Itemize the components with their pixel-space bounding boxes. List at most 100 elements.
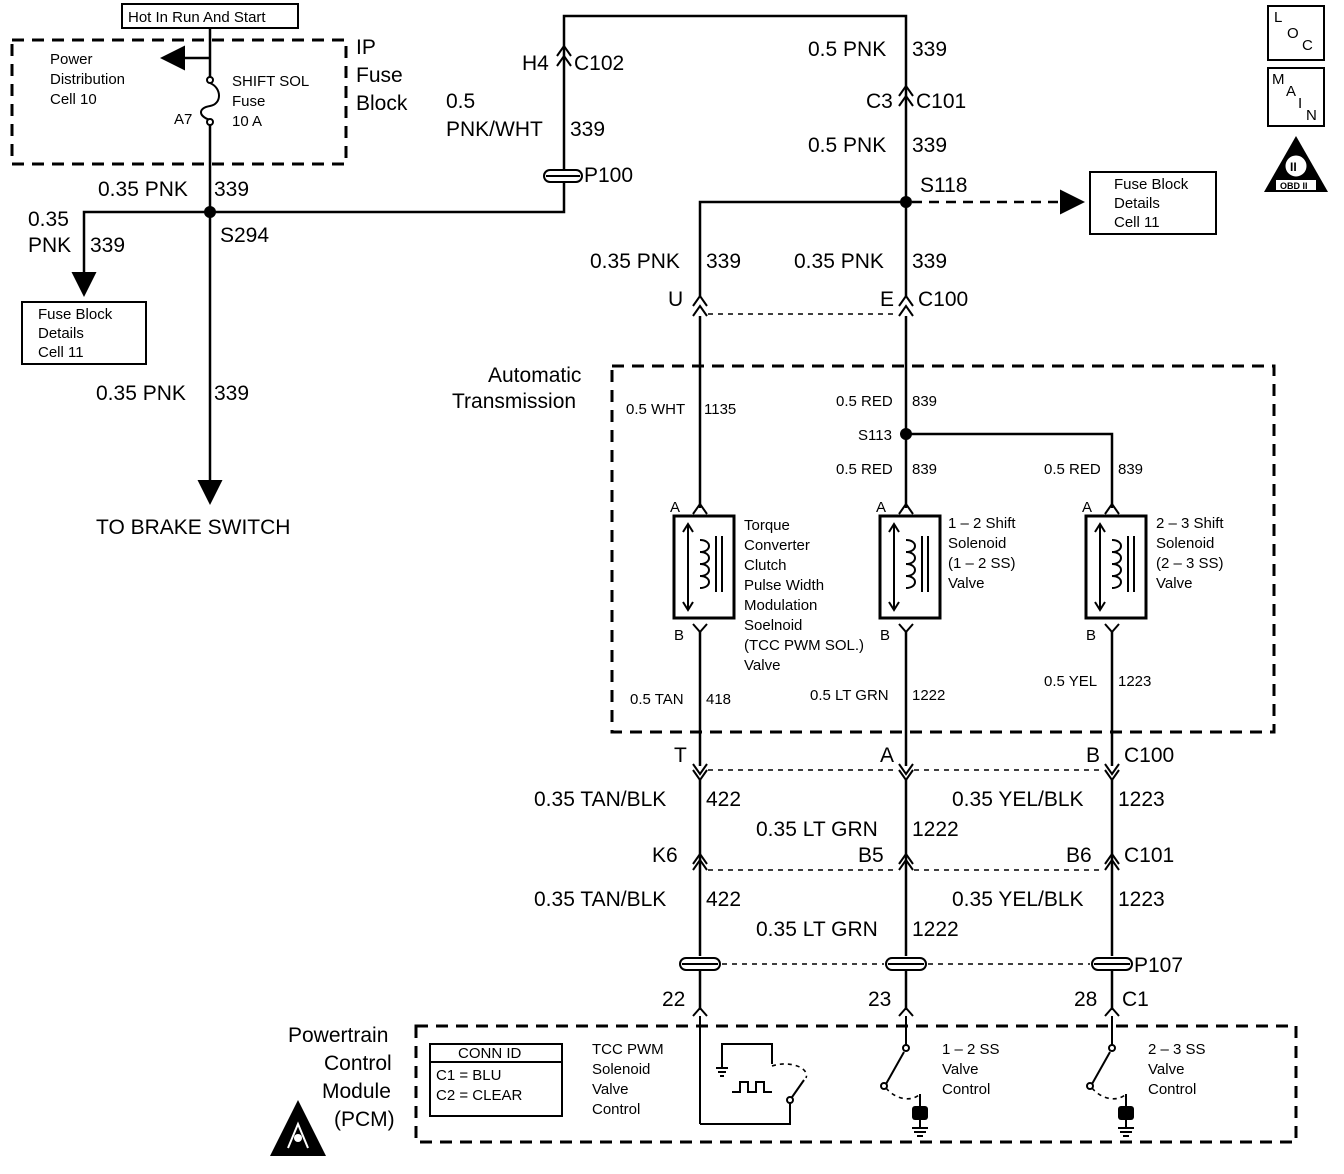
svg-text:Valve: Valve xyxy=(1148,1061,1184,1078)
ss12-driver-icon xyxy=(880,1016,928,1137)
svg-text:OBD II: OBD II xyxy=(1280,181,1308,191)
wire-tanblk-422-upper: 0.35 TAN/BLK xyxy=(534,788,666,811)
connector-c100-bottom-label: C100 xyxy=(1124,744,1174,767)
svg-text:Cell 11: Cell 11 xyxy=(1114,214,1160,231)
svg-text:A: A xyxy=(670,499,680,516)
svg-text:Clutch: Clutch xyxy=(744,557,787,574)
svg-text:1222: 1222 xyxy=(912,818,959,841)
splice-s118-label: S118 xyxy=(920,174,968,197)
pin-28-label: 28 xyxy=(1074,988,1097,1011)
pcm-label: Powertrain xyxy=(288,1024,388,1047)
wire-red-839-top: 0.5 RED xyxy=(836,393,893,410)
connector-b-label: B xyxy=(1086,744,1100,767)
svg-text:Valve: Valve xyxy=(592,1081,628,1098)
splice-s113-label: S113 xyxy=(858,427,892,444)
connector-p100-label: P100 xyxy=(584,164,633,187)
svg-text:B: B xyxy=(880,627,890,644)
connector-c101-symbol xyxy=(898,84,914,107)
connector-u-label: U xyxy=(668,288,683,311)
svg-text:Solenoid: Solenoid xyxy=(592,1061,650,1078)
svg-text:10 A: 10 A xyxy=(232,113,262,130)
fuse-icon xyxy=(200,82,220,121)
wire-tan-418: 0.5 TAN xyxy=(630,691,684,708)
svg-text:II: II xyxy=(1290,160,1297,174)
connector-c1-label: C1 xyxy=(1122,988,1149,1011)
svg-text:Module: Module xyxy=(322,1080,391,1103)
wire-red-839-mid: 0.5 RED xyxy=(836,461,893,478)
ss12-control-label: 1 – 2 SS xyxy=(942,1041,1000,1058)
svg-text:(PCM): (PCM) xyxy=(334,1108,395,1131)
svg-text:Distribution: Distribution xyxy=(50,71,125,88)
fuse-block-details-right-box xyxy=(1089,171,1217,235)
svg-text:L: L xyxy=(1274,9,1282,26)
svg-text:Soelnoid: Soelnoid xyxy=(744,617,802,634)
svg-text:Control: Control xyxy=(592,1101,640,1118)
connector-p107-symbol xyxy=(679,957,1133,971)
svg-text:Valve: Valve xyxy=(948,575,984,592)
shift-sol-fuse-label: SHIFT SOL xyxy=(232,73,309,90)
svg-text:839: 839 xyxy=(912,393,937,410)
svg-text:A: A xyxy=(1082,499,1092,516)
tcc-pwm-driver-icon xyxy=(699,1016,808,1125)
svg-text:339: 339 xyxy=(912,134,947,157)
svg-text:A: A xyxy=(1286,83,1296,100)
obd-ii-icon: II OBD II xyxy=(1264,136,1328,192)
ip-fuse-block-label: IP xyxy=(356,36,376,59)
fuse-block-details-left: Fuse Block xyxy=(38,306,113,323)
wire-yelblk-1223-lower: 0.35 YEL/BLK xyxy=(952,888,1084,911)
svg-text:I: I xyxy=(1298,95,1302,112)
svg-text:1135: 1135 xyxy=(704,401,736,418)
svg-text:A: A xyxy=(876,499,886,516)
svg-text:422: 422 xyxy=(706,888,741,911)
to-brake-switch-label: TO BRAKE SWITCH xyxy=(96,516,290,539)
svg-text:1223: 1223 xyxy=(1118,673,1151,690)
fuse-block-details-left-box xyxy=(21,301,147,365)
wire-tanblk-422-lower: 0.35 TAN/BLK xyxy=(534,888,666,911)
esd-warning-icon xyxy=(270,1100,326,1156)
loc-icon: L O C xyxy=(1267,5,1325,61)
automatic-transmission-outline xyxy=(610,364,1276,734)
svg-text:1223: 1223 xyxy=(1118,888,1165,911)
svg-text:339: 339 xyxy=(912,250,947,273)
ss23-control-label: 2 – 3 SS xyxy=(1148,1041,1206,1058)
svg-text:Fuse: Fuse xyxy=(356,64,403,87)
ip-fuse-block-outline xyxy=(10,38,348,166)
pin-22-label: 22 xyxy=(662,988,685,1011)
svg-text:(2 – 3 SS): (2 – 3 SS) xyxy=(1156,555,1224,572)
wire-pnk-339-mid: 0.5 PNK xyxy=(808,134,886,157)
svg-text:1222: 1222 xyxy=(912,918,959,941)
svg-text:339: 339 xyxy=(90,234,125,257)
connector-h4-label: H4 xyxy=(522,52,549,75)
svg-text:Modulation: Modulation xyxy=(744,597,817,614)
ss23-driver-icon xyxy=(1086,1016,1134,1137)
connector-b6-label: B6 xyxy=(1066,844,1092,867)
splice-s113 xyxy=(900,428,912,440)
svg-text:1222: 1222 xyxy=(912,687,945,704)
svg-text:Converter: Converter xyxy=(744,537,810,554)
wire-035-pnk-right: 0.35 PNK xyxy=(794,250,884,273)
svg-text:(1 – 2 SS): (1 – 2 SS) xyxy=(948,555,1016,572)
svg-text:Control: Control xyxy=(324,1052,392,1075)
connector-a-label: A xyxy=(880,744,894,767)
svg-text:N: N xyxy=(1306,107,1317,124)
wire-wht-1135: 0.5 WHT xyxy=(626,401,685,418)
wire-035-pnk-left: 0.35 PNK xyxy=(590,250,680,273)
svg-text:Control: Control xyxy=(942,1081,990,1098)
svg-text:Valve: Valve xyxy=(744,657,780,674)
svg-text:Cell 10: Cell 10 xyxy=(50,91,97,108)
svg-text:839: 839 xyxy=(912,461,937,478)
svg-text:Control: Control xyxy=(1148,1081,1196,1098)
connector-c3-label: C3 xyxy=(866,90,893,113)
svg-text:839: 839 xyxy=(1118,461,1143,478)
power-distribution-label: Power xyxy=(50,51,93,68)
tcc-pwm-control-label: TCC PWM xyxy=(592,1041,664,1058)
connector-c102-symbol xyxy=(556,44,572,67)
svg-text:Cell 11: Cell 11 xyxy=(38,344,84,361)
svg-text:Details: Details xyxy=(38,325,84,342)
svg-text:M: M xyxy=(1272,71,1285,88)
ss12-solenoid-icon xyxy=(878,514,942,620)
svg-text:Solenoid: Solenoid xyxy=(948,535,1006,552)
wire-pnk-339-upper: 0.5 PNK xyxy=(808,38,886,61)
svg-text:339: 339 xyxy=(214,178,249,201)
fuse-block-details-right: Fuse Block xyxy=(1114,176,1189,193)
